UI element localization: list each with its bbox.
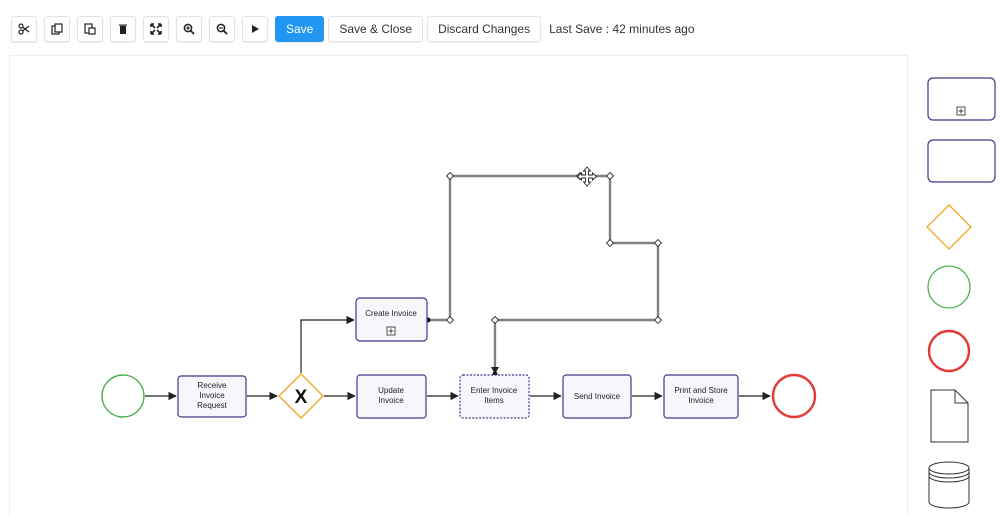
segment-handle[interactable] <box>490 315 500 325</box>
segment-handle[interactable] <box>605 238 615 248</box>
task-label: Send Invoice <box>574 392 621 401</box>
scissors-icon[interactable] <box>11 16 37 42</box>
task-label: Invoice <box>688 396 714 405</box>
fit-to-screen-icon[interactable] <box>143 16 169 42</box>
segment-handle[interactable] <box>445 171 455 181</box>
task-label: Enter Invoice <box>471 386 518 395</box>
segment-handle[interactable] <box>445 315 455 325</box>
save-close-button[interactable]: Save & Close <box>328 16 424 42</box>
task-receive-invoice-request[interactable]: Receive Invoice Request <box>177 375 247 418</box>
task-label: Receive <box>198 381 227 390</box>
palette-start-event-shape[interactable] <box>927 265 971 309</box>
save-button[interactable]: Save <box>275 16 325 42</box>
sequence-flow[interactable] <box>300 315 355 373</box>
palette-document-shape[interactable] <box>930 389 969 443</box>
move-cursor-icon <box>576 166 598 187</box>
play-icon[interactable] <box>242 16 268 42</box>
task-send-invoice[interactable]: Send Invoice <box>562 374 632 419</box>
task-label: Items <box>484 396 504 405</box>
palette-task-shape[interactable] <box>927 139 996 183</box>
copy-icon[interactable] <box>44 16 70 42</box>
last-save-status: Last Save : 42 minutes ago <box>549 22 695 36</box>
diagram-canvas[interactable] <box>9 55 908 515</box>
toolbar: Save Save & Close Discard Changes Last S… <box>11 16 695 42</box>
shape-palette <box>920 70 1000 515</box>
palette-subprocess-shape[interactable] <box>927 77 996 121</box>
gateway-marker: X <box>295 387 308 408</box>
subprocess-create-invoice[interactable]: Create Invoice <box>355 297 428 342</box>
task-label: Request <box>197 401 228 410</box>
exclusive-gateway[interactable]: X <box>278 373 324 419</box>
task-label: Invoice <box>199 391 225 400</box>
task-enter-invoice-items[interactable]: Enter Invoice Items <box>459 374 530 419</box>
discard-changes-button[interactable]: Discard Changes <box>427 16 542 42</box>
delete-icon[interactable] <box>110 16 136 42</box>
start-event[interactable] <box>101 374 145 418</box>
zoom-in-icon[interactable] <box>176 16 202 42</box>
segment-handle[interactable] <box>653 238 663 248</box>
selected-connector[interactable] <box>425 166 663 377</box>
task-label: Create Invoice <box>365 309 417 318</box>
paste-icon[interactable] <box>77 16 103 42</box>
segment-handle[interactable] <box>653 315 663 325</box>
palette-shapes <box>926 77 996 509</box>
palette-end-event-shape[interactable] <box>927 329 971 373</box>
segment-handle[interactable] <box>605 171 615 181</box>
end-event[interactable] <box>771 373 817 419</box>
task-print-and-store-invoice[interactable]: Print and Store Invoice <box>663 374 739 419</box>
palette-gateway-shape[interactable] <box>926 204 972 250</box>
task-label: Print and Store <box>674 386 728 395</box>
task-update-invoice[interactable]: Update Invoice <box>356 374 427 419</box>
zoom-out-icon[interactable] <box>209 16 235 42</box>
palette-database-shape[interactable] <box>928 461 970 509</box>
task-label: Invoice <box>378 396 404 405</box>
task-label: Update <box>378 386 404 395</box>
